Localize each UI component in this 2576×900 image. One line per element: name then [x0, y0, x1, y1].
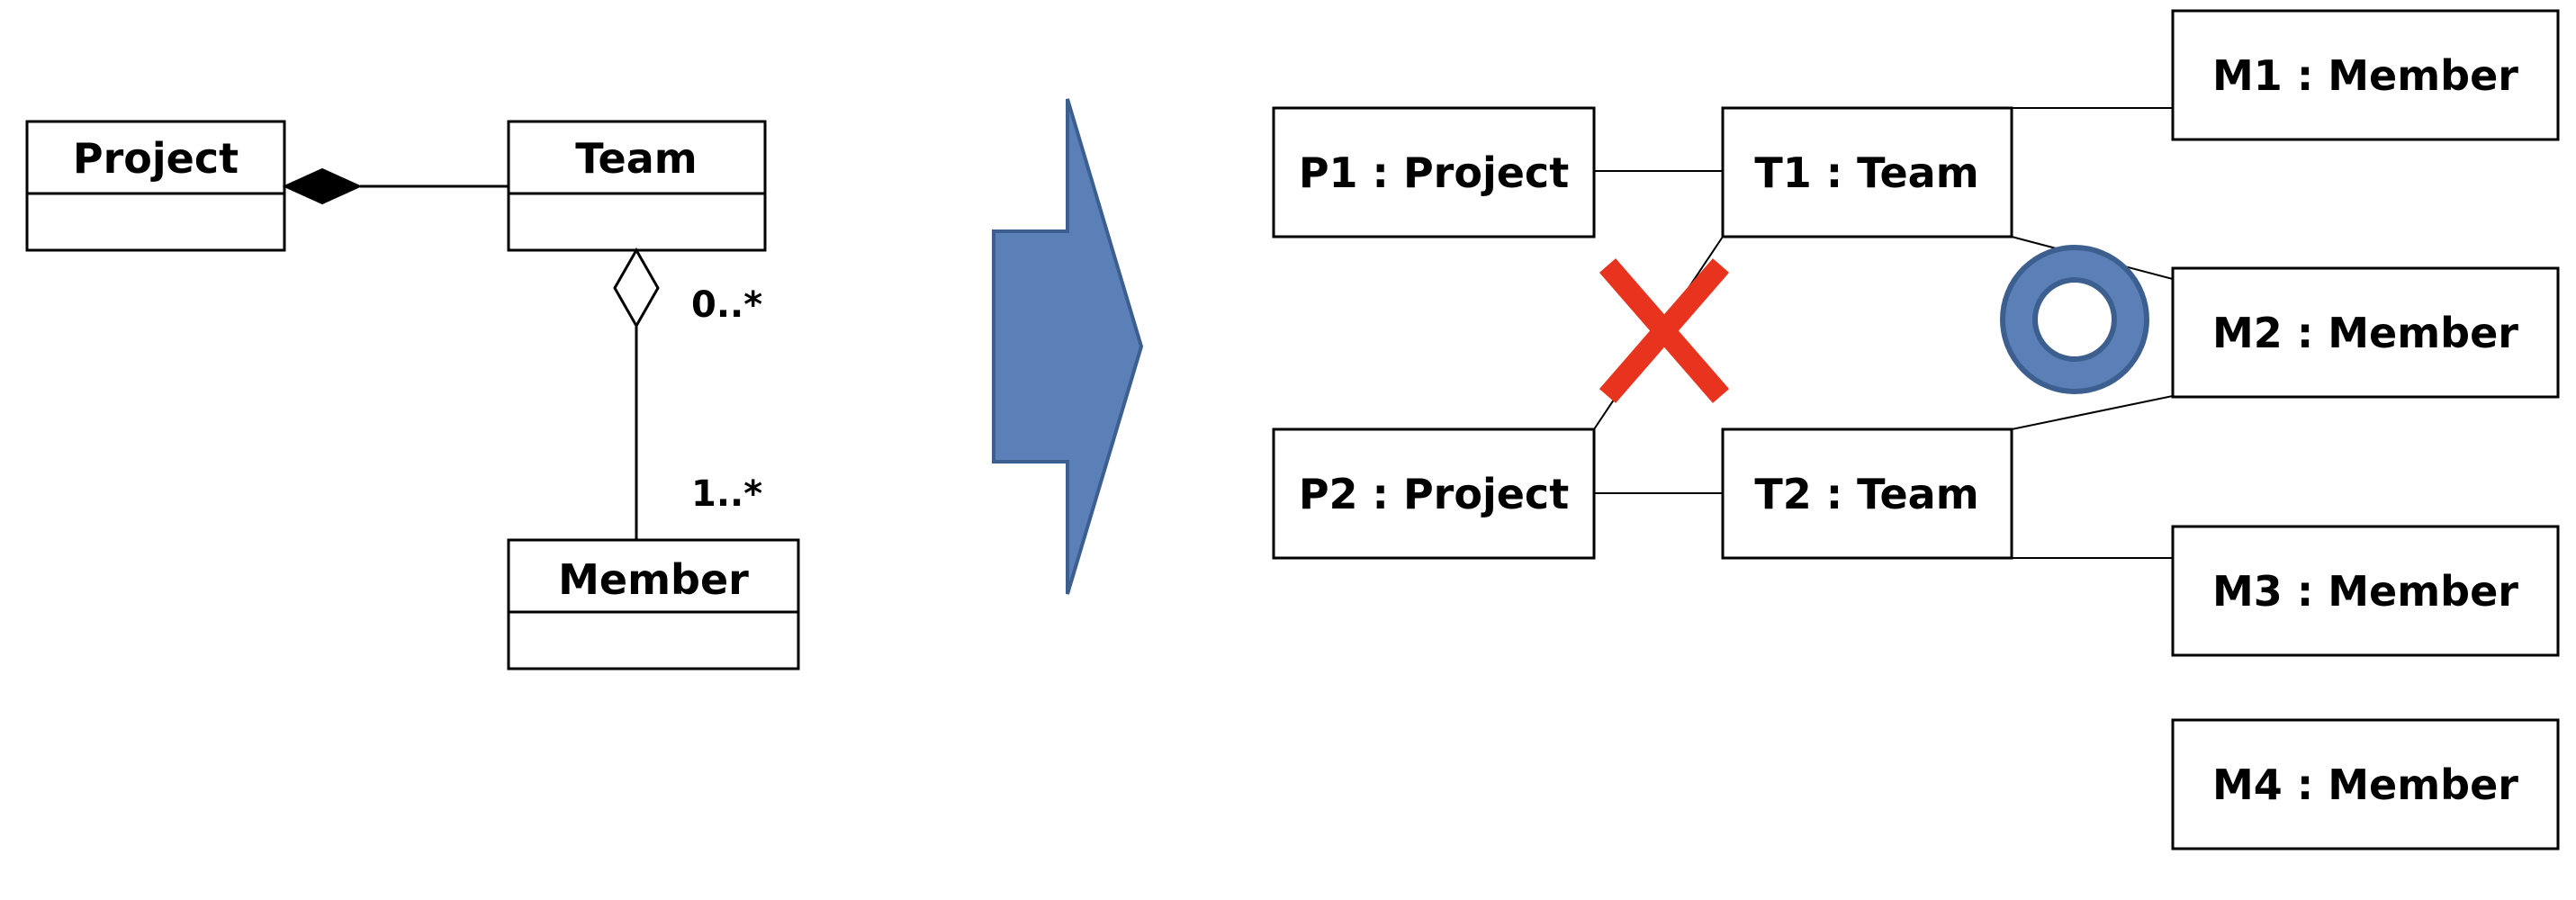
link-t2-m2 — [2011, 395, 2174, 430]
project-class[interactable]: Project — [25, 120, 286, 252]
object-m3[interactable]: M3 : Member — [2171, 525, 2560, 657]
object-m1[interactable]: M1 : Member — [2171, 9, 2560, 141]
object-m1-label: M1 : Member — [2212, 51, 2518, 100]
team-class-name: Team — [575, 134, 697, 183]
member-class-name: Member — [558, 555, 749, 604]
class-diagram: Project Team Member 0..* 1..* — [25, 120, 800, 670]
team-class[interactable]: Team — [507, 120, 767, 252]
object-diagram: P1 : Project P2 : Project T1 : Team T2 :… — [1272, 9, 2560, 850]
object-m3-label: M3 : Member — [2212, 567, 2518, 616]
object-m4-label: M4 : Member — [2212, 760, 2518, 809]
object-t2-label: T2 : Team — [1754, 470, 1978, 518]
object-p1[interactable]: P1 : Project — [1272, 106, 1596, 238]
multiplicity-team: 0..* — [691, 284, 762, 326]
right-arrow-icon — [992, 98, 1144, 595]
circle-mark-hole — [2032, 277, 2117, 362]
aggregation-association: 0..* 1..* — [613, 247, 762, 540]
object-t1[interactable]: T1 : Team — [1721, 106, 2013, 238]
object-p1-label: P1 : Project — [1299, 148, 1569, 197]
object-m2[interactable]: M2 : Member — [2171, 266, 2560, 399]
object-t1-label: T1 : Team — [1754, 148, 1978, 197]
project-class-name: Project — [73, 134, 239, 183]
multiplicity-member: 1..* — [691, 473, 762, 515]
object-t2[interactable]: T2 : Team — [1721, 428, 2013, 560]
cross-mark-icon — [1599, 258, 1730, 403]
object-m4[interactable]: M4 : Member — [2171, 718, 2560, 850]
filled-diamond-icon — [282, 167, 363, 205]
composition-association — [282, 167, 509, 205]
hollow-diamond-icon — [613, 247, 660, 329]
member-class[interactable]: Member — [507, 538, 800, 670]
object-p2[interactable]: P2 : Project — [1272, 428, 1596, 560]
object-p2-label: P2 : Project — [1299, 470, 1569, 518]
object-m2-label: M2 : Member — [2212, 309, 2518, 357]
